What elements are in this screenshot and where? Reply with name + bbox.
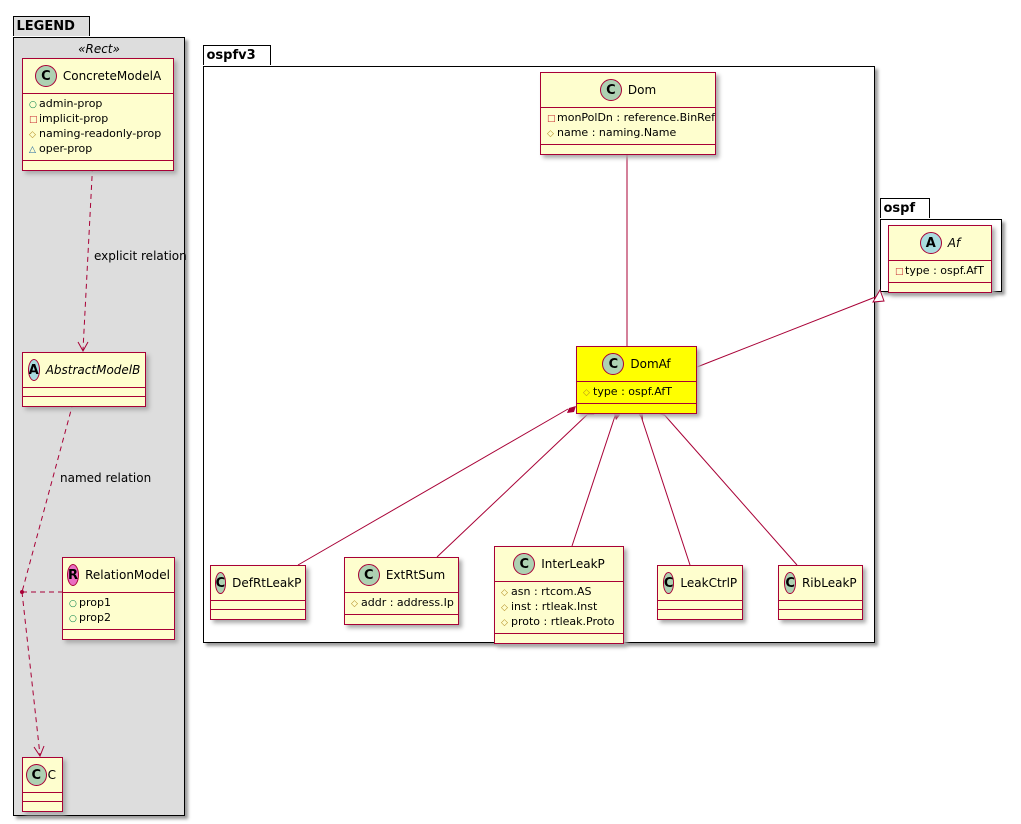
class-name: RelationModel — [85, 568, 170, 582]
legend-tab: LEGEND — [12, 16, 90, 36]
class-icon: C — [602, 353, 625, 375]
comp-extrt — [436, 411, 591, 558]
named-relation-label: named relation — [60, 471, 152, 485]
relation-to-c-line — [21, 591, 41, 756]
class-name: DefRtLeakP — [232, 576, 302, 590]
comp-inter — [571, 412, 617, 547]
relation-icon: R — [67, 564, 80, 586]
inherit-triangle — [872, 288, 885, 303]
explicit-arrow — [77, 341, 89, 353]
class-name: DomAf — [630, 357, 671, 371]
domaf-af-line — [696, 295, 879, 368]
class-abstract-model-b[interactable]: A AbstractModelB — [22, 352, 146, 407]
explicit-relation-label: explicit relation — [94, 249, 187, 263]
class-name: ConcreteModelA — [62, 69, 162, 83]
legend-stereotype: «Rect» — [78, 42, 120, 56]
class-ribleakp[interactable]: C RibLeakP — [778, 565, 863, 620]
comp-leakctrl — [639, 412, 691, 566]
class-name: C — [47, 768, 56, 782]
class-name: Af — [947, 236, 961, 250]
class-name: InterLeakP — [541, 557, 605, 571]
class-name: RibLeakP — [801, 576, 857, 590]
class-name: AbstractModelB — [45, 363, 141, 377]
comp-rib — [660, 410, 798, 566]
class-leakctrlp[interactable]: C LeakCtrlP — [657, 565, 743, 620]
class-name: LeakCtrlP — [680, 576, 738, 590]
named-relation-line — [21, 402, 74, 593]
abstract-icon: A — [919, 232, 942, 254]
class-icon: C — [599, 79, 622, 101]
abstract-icon: A — [27, 359, 40, 381]
attribute: □implicit-prop — [29, 112, 109, 125]
comp-defrt — [297, 408, 569, 566]
class-icon: C — [513, 553, 536, 575]
class-icon: C — [26, 764, 47, 786]
class-icon: C — [784, 572, 796, 594]
class-icon: C — [357, 564, 380, 586]
class-defrtleakp[interactable]: C DefRtLeakP — [210, 565, 306, 620]
attribute: △oper-prop — [29, 142, 93, 155]
class-name: Dom — [627, 83, 657, 97]
class-icon: C — [214, 572, 227, 594]
class-icon: C — [662, 572, 675, 594]
class-name: ExtRtSum — [385, 568, 446, 582]
attributes: ○prop1○prop2 — [63, 593, 174, 630]
explicit-relation-line — [82, 157, 94, 351]
ospf-tab: ospf — [879, 198, 931, 218]
attribute: ○admin-prop — [29, 97, 103, 110]
c-arrow — [33, 745, 45, 758]
class-relation-model[interactable]: R RelationModel ○prop1○prop2 — [62, 557, 175, 640]
class-icon: C — [34, 65, 57, 87]
class-concrete-model-a[interactable]: C ConcreteModelA ○admin-prop □implicit-pro… — [22, 58, 174, 171]
ospfv3-tab: ospfv3 — [202, 45, 271, 65]
attributes: ○admin-prop □implicit-prop ◇naming-readonl… — [23, 94, 173, 161]
attribute: ◇naming-readonly-prop — [29, 127, 162, 140]
relation-point — [20, 590, 24, 594]
